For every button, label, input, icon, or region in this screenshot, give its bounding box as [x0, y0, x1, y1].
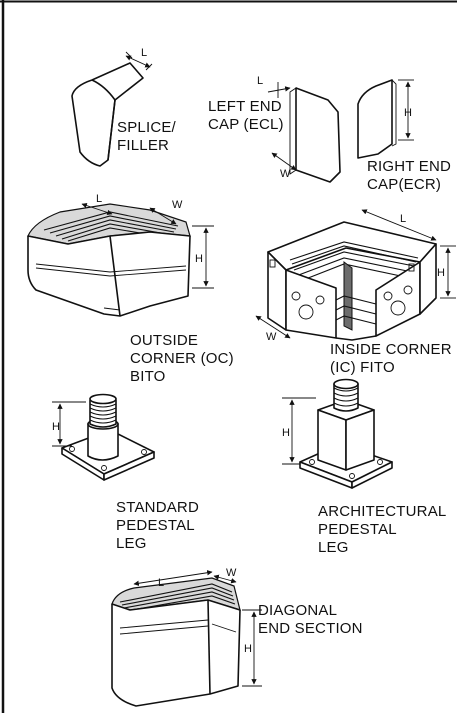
outside-corner-label-1: OUTSIDE [130, 332, 198, 349]
ic-dim-h: H [437, 267, 445, 279]
diagonal-end-label-2: END SECTION [258, 620, 363, 637]
diag-dim-l: L [158, 577, 164, 589]
left-end-cap-label-2: CAP (ECL) [208, 116, 284, 133]
right-end-cap-label-2: CAP(ECR) [367, 176, 441, 193]
standard-pedestal-label-2: PEDESTAL [116, 517, 195, 534]
ic-dim-w: W [266, 331, 277, 343]
left-cap-dim-w: W [280, 168, 291, 180]
diagonal-end-label-1: DIAGONAL [258, 602, 337, 619]
arch-ped-dim-h: H [282, 427, 290, 439]
outside-corner-label-3: BITO [130, 368, 166, 385]
splice-filler-label-2: FILLER [117, 137, 169, 154]
diag-dim-w: W [226, 567, 237, 579]
architectural-pedestal-label-1: ARCHITECTURAL [318, 503, 446, 520]
inside-corner-drawing: L H W [255, 209, 456, 343]
outside-corner-drawing: L W H [27, 193, 214, 317]
splice-dim-l: L [141, 47, 147, 59]
right-cap-dim-h: H [404, 107, 412, 119]
architectural-pedestal-label-3: LEG [318, 539, 349, 556]
diagonal-end-drawing: L W H [111, 567, 262, 707]
left-cap-dim-l: L [257, 75, 263, 87]
outside-corner-label-2: CORNER (OC) [130, 350, 234, 367]
standard-pedestal-label-1: STANDARD [116, 499, 199, 516]
oc-dim-l: L [96, 193, 102, 205]
standard-pedestal-drawing: H [52, 393, 155, 481]
inside-corner-label-2: (IC) FITO [330, 359, 395, 376]
right-end-cap-label-1: RIGHT END [367, 158, 451, 175]
left-end-cap-drawing: L W [257, 75, 341, 183]
diag-dim-h: H [244, 643, 252, 655]
standard-pedestal-label-3: LEG [116, 535, 147, 552]
left-end-cap-label-1: LEFT END [208, 98, 282, 115]
architectural-pedestal-drawing: H [282, 378, 393, 489]
oc-dim-w: W [172, 199, 183, 211]
splice-filler-label-1: SPLICE/ [117, 119, 177, 136]
ic-dim-l: L [400, 213, 406, 225]
std-ped-dim-h: H [52, 421, 60, 433]
architectural-pedestal-label-2: PEDESTAL [318, 521, 397, 538]
oc-dim-h: H [195, 253, 203, 265]
splice-filler-drawing: L [71, 47, 153, 167]
right-end-cap-drawing: H [357, 79, 414, 159]
inside-corner-label-1: INSIDE CORNER [330, 341, 452, 358]
